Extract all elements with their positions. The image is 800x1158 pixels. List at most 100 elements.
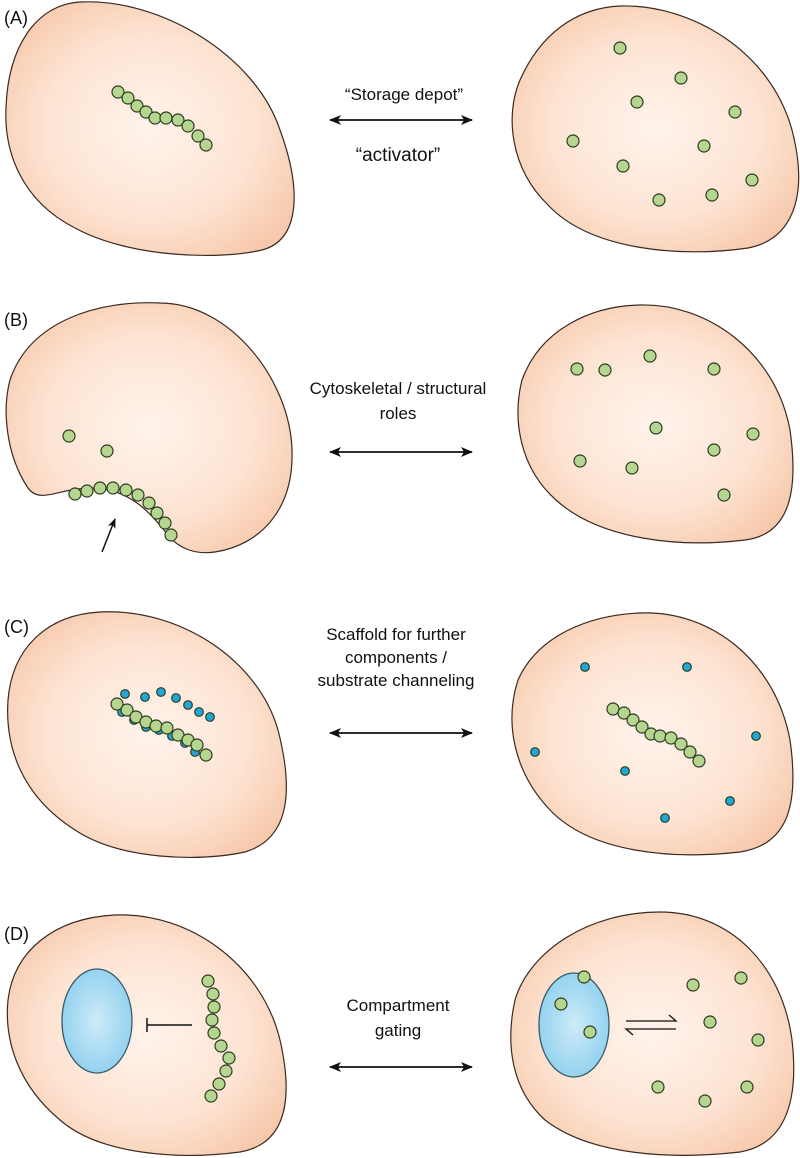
panel-a-cell-left — [5, 1, 295, 256]
panel-c-caption-3: substrate channeling — [318, 671, 475, 690]
green-monomer — [139, 105, 153, 119]
blue-component — [205, 712, 215, 722]
green-monomer — [207, 1000, 221, 1014]
green-monomer — [683, 745, 697, 759]
panel-c-cell-left — [7, 611, 287, 858]
green-monomer — [649, 421, 663, 435]
green-monomer — [643, 349, 657, 363]
green-monomer — [653, 729, 667, 743]
panel-d-cell-left — [6, 914, 287, 1156]
green-monomer — [131, 488, 145, 502]
green-monomer — [219, 1064, 233, 1078]
panel-c-filament — [606, 702, 706, 768]
green-monomer — [664, 731, 678, 745]
panel-c-decorated-filament — [110, 687, 215, 762]
panel-b: (B) Cytoskeletal / structural roles — [4, 302, 794, 554]
green-monomer — [164, 528, 178, 542]
panel-a-caption-1: “Storage depot” — [345, 85, 463, 104]
green-monomer — [149, 719, 163, 733]
blue-component — [725, 796, 735, 806]
green-monomer — [717, 488, 731, 502]
green-monomer — [573, 454, 587, 468]
green-monomer — [190, 738, 204, 752]
panel-b-dispersed-monomers — [570, 349, 760, 502]
green-monomer — [686, 978, 700, 992]
panel-b-caption-1: Cytoskeletal / structural — [310, 379, 487, 398]
green-monomer — [577, 970, 591, 984]
panel-c-caption-2: components / — [345, 648, 447, 667]
green-monomer — [148, 111, 162, 125]
green-monomer — [616, 159, 630, 173]
green-monomer — [626, 713, 640, 727]
green-monomer — [111, 85, 125, 99]
green-monomer — [119, 483, 133, 497]
blue-component — [580, 662, 590, 672]
panel-d-monomers — [554, 970, 765, 1108]
green-monomer — [705, 188, 719, 202]
green-monomer — [598, 363, 612, 377]
green-monomer — [651, 1080, 665, 1094]
green-monomer — [93, 481, 107, 495]
panel-a-filament — [111, 85, 213, 152]
green-monomer — [204, 1089, 218, 1103]
green-monomer — [205, 1013, 219, 1027]
blue-component — [183, 700, 193, 710]
green-monomer — [617, 706, 631, 720]
green-monomer — [199, 138, 213, 152]
panel-b-pointer-arrow — [101, 518, 116, 553]
green-monomer — [674, 71, 688, 85]
blue-component — [751, 731, 761, 741]
green-monomer — [201, 974, 215, 988]
panel-d-label: (D) — [4, 924, 29, 944]
green-monomer — [106, 481, 120, 495]
green-monomer — [80, 484, 94, 498]
blue-component — [530, 747, 540, 757]
blue-component — [620, 766, 630, 776]
green-monomer — [191, 129, 205, 143]
blue-component — [171, 693, 181, 703]
blue-component — [140, 692, 150, 702]
green-monomer — [110, 697, 124, 711]
panel-a-caption-2: “activator” — [356, 145, 440, 166]
green-monomer — [199, 748, 213, 762]
green-monomer — [697, 139, 711, 153]
green-monomer — [751, 1033, 765, 1047]
green-monomer — [674, 737, 688, 751]
green-monomer — [150, 506, 164, 520]
green-monomer — [570, 362, 584, 376]
green-monomer — [142, 496, 156, 510]
panel-b-caption-2: roles — [380, 404, 417, 423]
blue-component — [194, 707, 204, 717]
green-monomer — [214, 1039, 228, 1053]
panel-d-filament — [201, 974, 236, 1103]
green-monomer — [728, 105, 742, 119]
blue-component — [156, 687, 166, 697]
panel-b-label: (B) — [4, 310, 28, 330]
panel-a: (A) “Storage depot” “activator” — [4, 1, 800, 256]
panel-d-inhibition-symbol — [146, 1018, 192, 1032]
green-monomer — [100, 444, 114, 458]
blue-component — [120, 689, 130, 699]
green-monomer — [740, 1080, 754, 1094]
blue-component — [660, 813, 670, 823]
green-monomer — [746, 427, 760, 441]
green-monomer — [181, 119, 195, 133]
green-monomer — [652, 193, 666, 207]
green-monomer — [707, 443, 721, 457]
green-monomer — [207, 1026, 221, 1040]
green-monomer — [630, 95, 644, 109]
green-monomer — [606, 702, 620, 716]
green-monomer — [121, 91, 135, 105]
green-monomer — [698, 1094, 712, 1108]
panel-d-compartment-left — [61, 968, 133, 1074]
panel-b-free-monomers — [62, 429, 114, 458]
panel-d-equilibrium-arrows — [624, 1014, 678, 1036]
panel-d: (D) Compartment gating — [4, 911, 795, 1156]
blue-component — [682, 662, 692, 672]
green-monomer — [158, 516, 172, 530]
green-monomer — [206, 987, 220, 1001]
green-monomer — [707, 362, 721, 376]
panel-a-dispersed-monomers — [566, 41, 759, 207]
green-monomer — [222, 1051, 236, 1065]
